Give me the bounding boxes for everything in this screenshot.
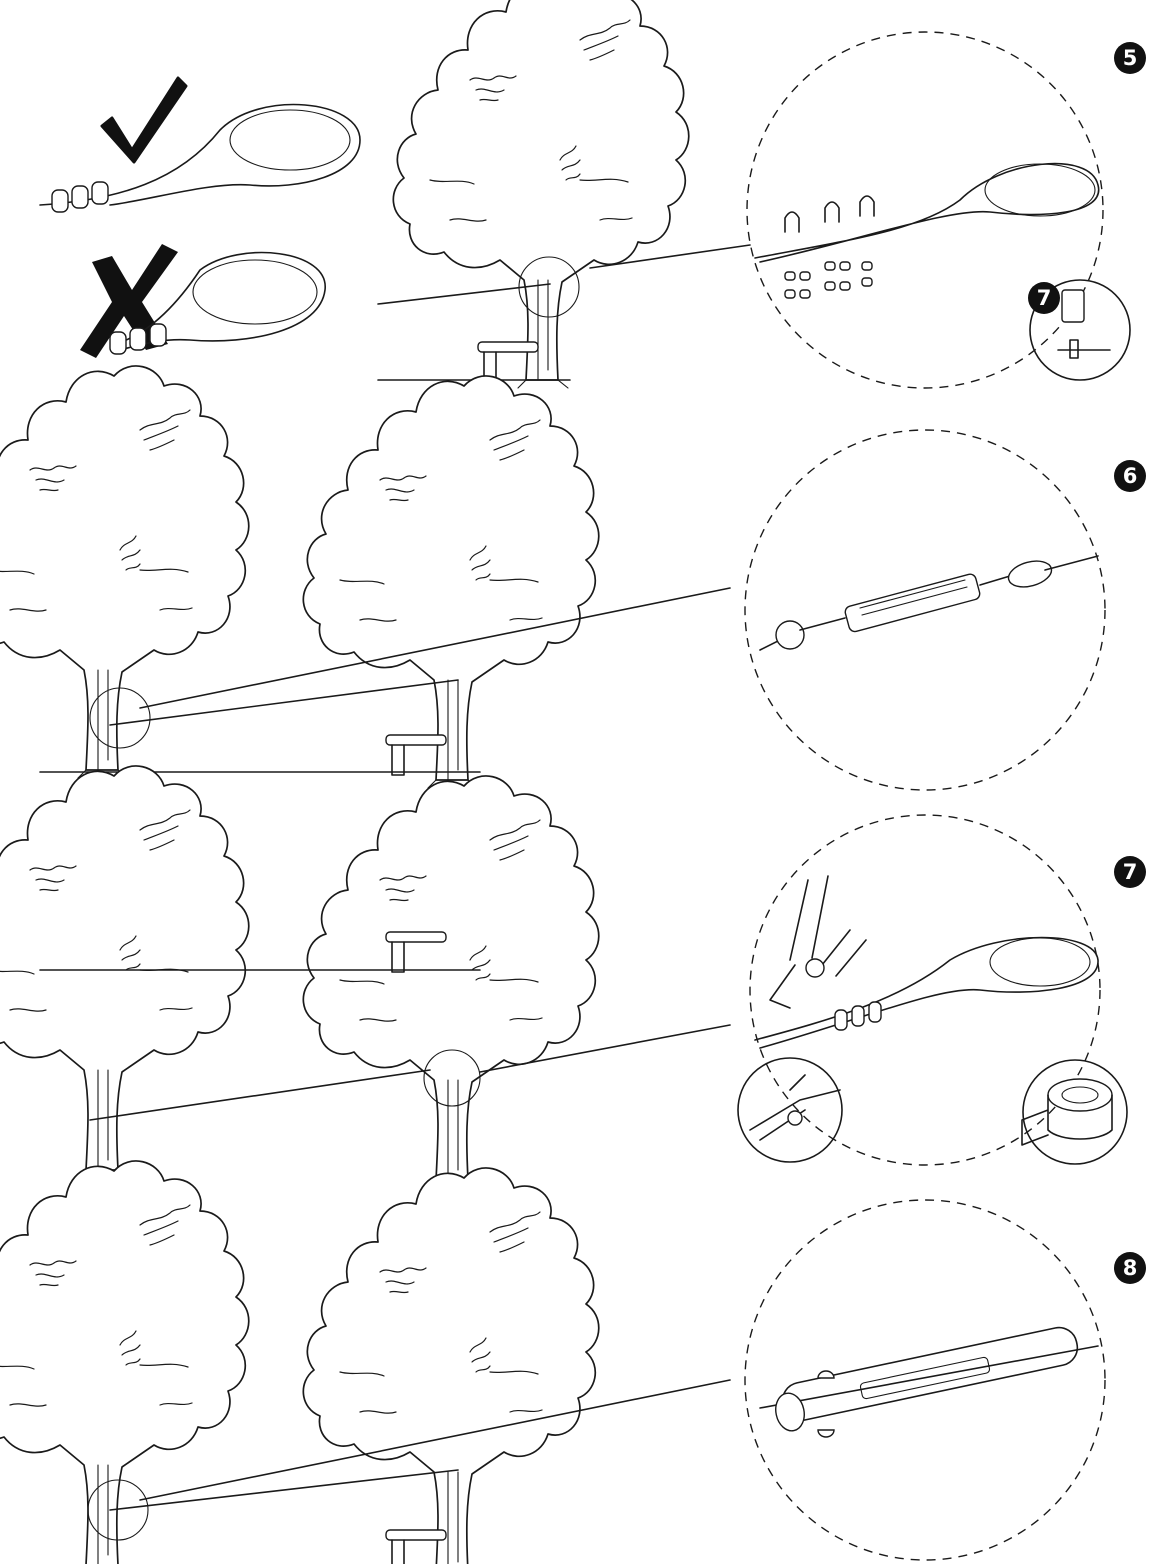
svg-text:5: 5 [1123,46,1138,70]
step-8-badge: 8 [1114,1252,1146,1284]
step-5-badge: 5 [1114,42,1146,74]
svg-text:6: 6 [1123,464,1138,488]
tree-icon [303,376,598,788]
cover-tube-icon [760,1324,1098,1437]
step-8-panel: 8 [0,1161,1146,1564]
step-7-panel: 7 [0,766,1146,1188]
svg-text:7: 7 [1037,286,1052,310]
check-mark-icon [102,78,186,162]
svg-text:8: 8 [1123,1256,1138,1280]
step-5-panel: 7 5 [40,0,1146,388]
cutter-detail-inset [738,1058,842,1162]
turnbuckle-icon [760,556,1098,650]
tree-icon [0,1161,249,1564]
tree-icon [303,1168,598,1564]
tape-roll-icon [1022,1079,1112,1145]
inset-step-badge: 7 [1028,282,1060,314]
step-6-badge: 6 [1114,460,1146,492]
step-7-badge: 7 [1114,856,1146,888]
detail-inset-circle [747,32,1103,388]
detail-inset-circle [745,1200,1105,1560]
correct-loop-icon [40,105,360,212]
cable-cutter-icon [770,876,866,1008]
svg-text:7: 7 [1123,860,1138,884]
tree-icon [0,766,249,1178]
tree-icon [0,366,249,778]
tree-icon [393,0,688,388]
step-6-panel: 6 [0,366,1146,790]
tree-icon [303,776,598,1188]
